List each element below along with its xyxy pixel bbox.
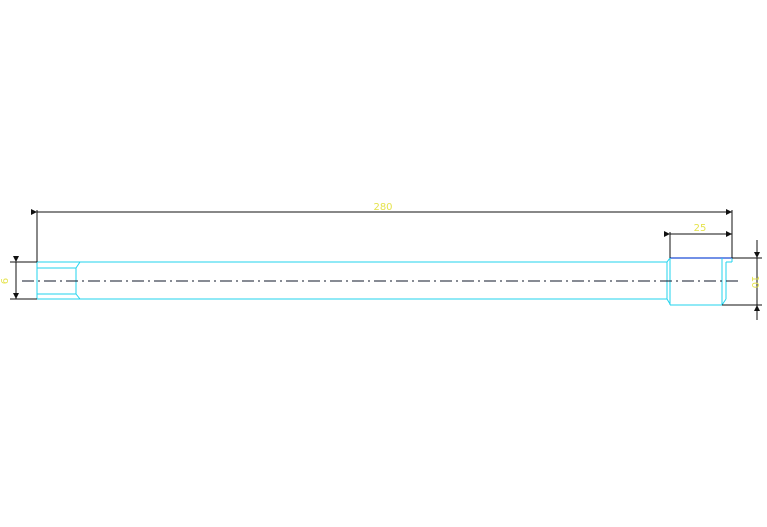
right-diameter-dimension: 10 xyxy=(722,240,762,320)
right-diameter-label: 10 xyxy=(749,276,760,289)
left-end-chamfer-bottom xyxy=(75,293,81,300)
overall-length-label: 280 xyxy=(373,202,392,213)
left-diameter-dimension: 6 xyxy=(0,256,37,300)
left-diameter-label: 6 xyxy=(0,278,11,284)
end-section-length-label: 25 xyxy=(694,223,707,234)
end-section-length-dimension: 25 xyxy=(664,223,733,258)
shaft-geometry xyxy=(36,257,733,306)
right-end-face-bottom xyxy=(721,298,727,306)
overall-length-dimension: 280 xyxy=(31,202,733,262)
left-end-chamfer-top xyxy=(75,261,81,269)
